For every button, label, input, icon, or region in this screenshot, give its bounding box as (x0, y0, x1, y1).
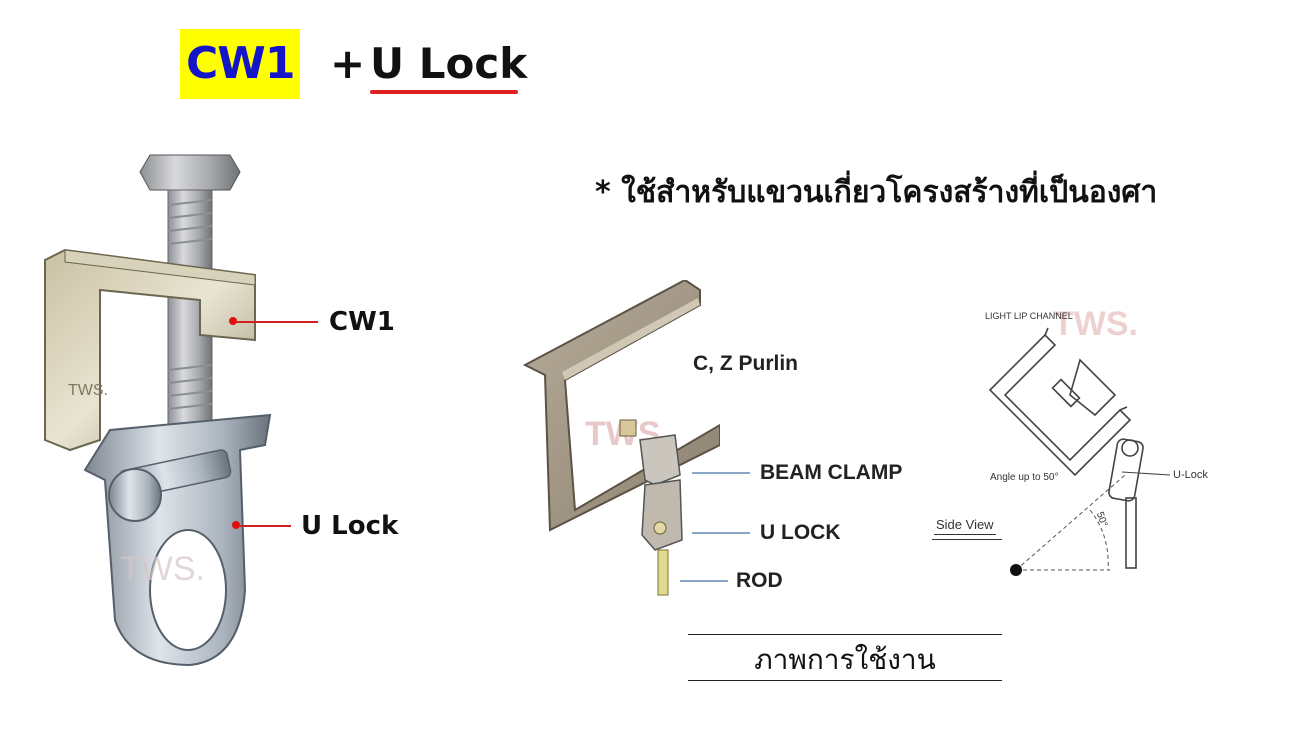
purlin-diagram: TWS (522, 280, 720, 596)
clamp-bolt (619, 419, 637, 437)
side-view-drawing: TWS. (988, 305, 1171, 576)
beam-clamp (639, 434, 681, 486)
u-lock-diagram-label: U LOCK (760, 521, 841, 544)
beam-clamp-label: BEAM CLAMP (760, 461, 903, 484)
side-view-rule (932, 539, 1002, 540)
caption-bottom-rule (688, 680, 1002, 681)
purlin-label: C, Z Purlin (693, 352, 798, 375)
pivot-point (1010, 564, 1022, 576)
usage-caption: ภาพการใช้งาน (754, 643, 936, 676)
title-name: U Lock (370, 39, 528, 88)
rod-label: ROD (736, 569, 783, 592)
caption-top-rule (688, 634, 1002, 635)
side-view-label: Side View (934, 517, 996, 535)
title-underline (370, 90, 518, 94)
usage-note: * ใช้สำหรับแขวนเกี่ยวโครงสร้างที่เป็นองศ… (595, 175, 1158, 210)
bolt-head (139, 154, 241, 191)
clamp-outline (1069, 358, 1117, 417)
title-code: CW1 (180, 29, 301, 99)
side-u-lock-label: U-Lock (1173, 469, 1208, 481)
u-lock (641, 479, 683, 551)
callout-label-cw1: CW1 (329, 307, 395, 337)
callout-line-cw1 (236, 321, 318, 323)
leader-u-lock (692, 532, 750, 534)
rod-outline (1125, 497, 1137, 569)
title-plus: + (330, 39, 366, 88)
leader-beam-clamp (692, 472, 750, 474)
channel-label: LIGHT LIP CHANNEL (985, 311, 1073, 321)
angle-label: Angle up to 50° (990, 472, 1059, 483)
callout-line-u-lock (239, 525, 291, 527)
leader-rod (680, 580, 728, 582)
purlin-channel (522, 280, 720, 532)
lip-channel-outline (988, 333, 1132, 477)
callout-label-u-lock: U Lock (301, 511, 399, 541)
svg-text:TWS.: TWS. (68, 382, 108, 399)
callout-dot-u-lock (232, 521, 240, 529)
product-photo: TWS. TWS. (44, 154, 272, 667)
svg-text:TWS.: TWS. (120, 550, 205, 588)
rod (657, 549, 669, 596)
callout-dot-cw1 (229, 317, 237, 325)
svg-text:TWS.: TWS. (1053, 305, 1138, 343)
